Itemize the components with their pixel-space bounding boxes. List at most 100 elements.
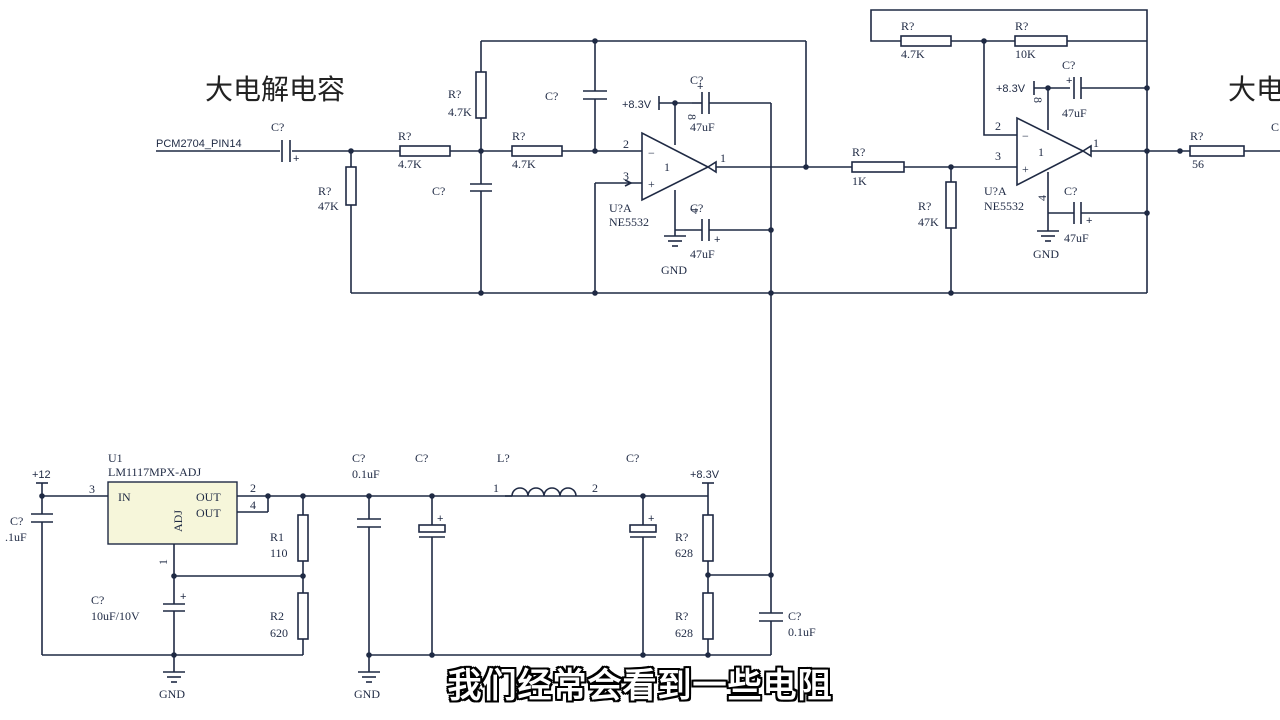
capacitor-ref: C? [788,609,801,623]
resistor-ref: R? [675,530,688,544]
resistor-628-top[interactable] [702,514,714,562]
capacitor-ref: C? [415,451,428,465]
resistor-value: 47K [318,199,339,213]
stage1-input-section: PCM2704_PIN14 + C? R? 47K R? 4.7K R? 4.7… [156,38,807,293]
svg-text:+: + [293,153,299,165]
ground-symbol [358,671,380,683]
resistor-value: 620 [270,626,288,640]
ground-capacitor-stage1[interactable]: + [701,219,720,246]
capacitor-ref: C? [352,451,365,465]
pin-number: 4 [1035,195,1049,201]
resistor-ref: R2 [270,609,284,623]
resistor-value: 47K [918,215,939,229]
resistor-ref: R? [1015,19,1028,33]
resistor-ref: R? [918,199,931,213]
pin-number: 1 [493,481,499,495]
resistor-r2[interactable] [297,592,309,640]
capacitor-value: 47uF [1062,106,1087,120]
pin-number: 4 [250,498,256,512]
svg-text:+: + [1086,215,1092,227]
svg-text:+: + [697,81,703,93]
pin-label: OUT [196,506,221,520]
inductor-ref: L? [497,451,510,465]
resistor-4k7-feedback-stage2[interactable] [900,35,952,47]
svg-text:+: + [437,513,443,525]
opamp-part: NE5532 [984,199,1024,213]
supply-label: +8.3V [622,99,652,111]
resistor-value: 56 [1192,157,1204,171]
supply-label: +12 [32,469,51,481]
pin-label: OUT [196,490,221,504]
capacitor-value: 10uF/10V [91,609,140,623]
resistor-value: 628 [675,626,693,640]
pin-number: 8 [685,114,699,120]
opamp-u1a[interactable]: − + 1 [641,131,717,202]
svg-text:−: − [1022,129,1029,143]
resistor-4k7-feedback[interactable] [475,71,487,119]
resistor-value: 4.7K [398,157,422,171]
resistor-value: 10K [1015,47,1036,61]
pin-number: 2 [623,137,629,151]
resistor-r1[interactable] [297,514,309,562]
ground-label: GND [159,687,185,701]
capacitor-value: 0.1uF [352,467,380,481]
capacitor-ref: C? [690,201,703,215]
pin-label: ADJ [171,510,185,532]
resistor-4k7-series1[interactable] [399,145,451,157]
supply-label: +8.3V [996,83,1026,95]
capacitor-ref: C? [626,451,639,465]
resistor-ref: R? [398,129,411,143]
supply-capacitor-stage2[interactable]: + [1066,75,1082,99]
pin-number: 3 [995,149,1001,163]
pin-number: 4 [687,208,701,214]
svg-text:+: + [648,513,654,525]
svg-text:+: + [648,177,655,191]
resistor-ref: R? [901,19,914,33]
regulator-chip[interactable]: IN OUT OUT ADJ [107,481,238,545]
resistor-47k-stage2[interactable] [945,181,957,229]
pin-number: 1 [156,559,170,565]
capacitor-ref: C? [91,593,104,607]
svg-text:+: + [1066,75,1072,87]
pin-label: IN [118,490,131,504]
resistor-10k-feedback[interactable] [1014,35,1068,47]
capacitor-value: 47uF [690,120,715,134]
resistor-ref: R? [675,609,688,623]
annotation-left-title: 大电解电容 [205,73,345,106]
opamp-u2a[interactable]: − + 1 [1016,116,1092,187]
opamp-unit: 1 [1038,145,1044,159]
ground-label: GND [1033,247,1059,261]
pin-number: 2 [250,481,256,495]
resistor-value: 110 [270,546,288,560]
capacitor-ref: C [1271,120,1279,134]
pin-number: 2 [995,119,1001,133]
ground-symbol [163,671,185,683]
resistor-ref: R? [852,145,865,159]
regulator-ref: U1 [108,451,123,465]
resistor-628-bottom[interactable] [702,592,714,640]
opamp-ref: U?A [609,201,632,215]
resistor-4k7-series2[interactable] [511,145,563,157]
pin-number: 8 [1031,97,1045,103]
ground-symbol [664,235,686,247]
regulator-part: LM1117MPX-ADJ [108,465,201,479]
resistor-ref: R? [318,184,331,198]
pin-number: 3 [623,169,629,183]
resistor-ref: R? [448,87,461,101]
capacitor-ref: C? [1064,184,1077,198]
ground-capacitor-stage2[interactable]: + [1073,202,1092,227]
resistor-ref: R? [1190,129,1203,143]
capacitor-ref: C? [690,73,703,87]
resistor-47k-input[interactable] [345,166,357,206]
resistor-56-output[interactable] [1189,145,1245,157]
capacitor-value: 47uF [1064,231,1089,245]
pin-number: 2 [592,481,598,495]
inductor[interactable] [511,487,577,497]
annotation-right-title: 大电 [1228,73,1280,106]
resistor-1k-link[interactable] [851,161,905,173]
input-capacitor[interactable]: + [281,140,299,165]
input-net-label: PCM2704_PIN14 [156,138,242,150]
capacitor-value: 0.1uF [788,625,816,639]
supply-label: +8.3V [690,469,720,481]
resistor-value: 4.7K [901,47,925,61]
